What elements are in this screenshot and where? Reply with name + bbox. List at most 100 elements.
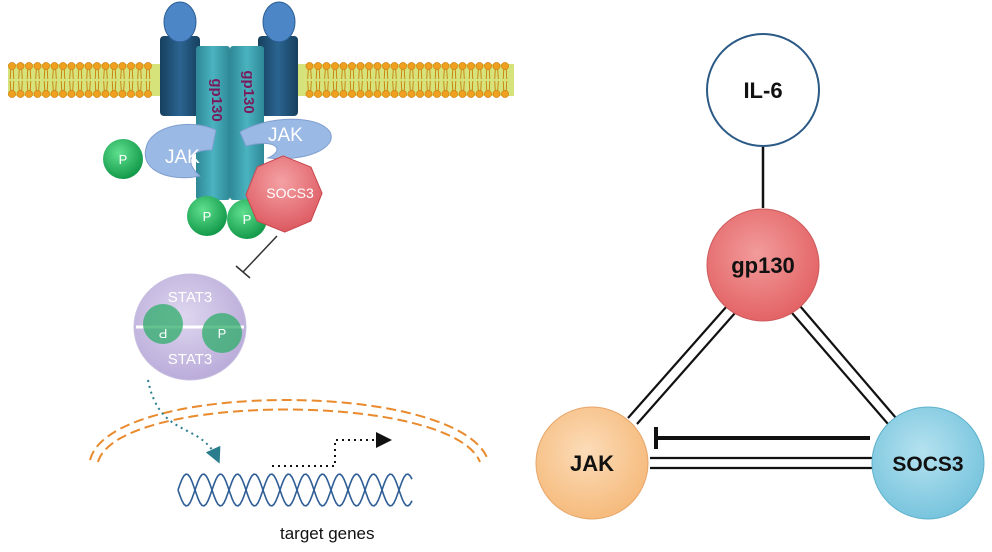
- dna-helix: [177, 473, 413, 507]
- lipid-head: [110, 62, 118, 70]
- socs3-inhibition-arrow: [235, 235, 278, 279]
- lipid-head: [33, 90, 42, 98]
- stat3-phospho-label-flipped: P: [159, 326, 168, 341]
- lipid-tail: [468, 80, 474, 92]
- edge-line: [799, 305, 897, 419]
- edge-line: [636, 312, 736, 425]
- lipid-head: [441, 62, 450, 70]
- lipid-head: [135, 90, 144, 98]
- lipid-head: [407, 62, 416, 70]
- jak-left-shape: [144, 123, 217, 179]
- lipid-tail: [477, 68, 482, 80]
- stat3-phospho-right: [202, 313, 242, 353]
- lipid-tail: [502, 80, 508, 92]
- lipid-tail: [86, 80, 91, 92]
- lipid-head: [16, 62, 25, 70]
- stat3-translocation-arrow: [147, 379, 221, 464]
- dna-strand: [177, 473, 413, 507]
- il6r-right-column: [258, 36, 298, 116]
- lipid-head: [416, 62, 424, 70]
- lipid-head: [110, 90, 118, 98]
- lipid-tail: [477, 80, 482, 92]
- lipid-head: [84, 62, 93, 70]
- lipid-tail: [35, 68, 40, 80]
- lipid-head: [450, 90, 458, 98]
- lipid-tail: [409, 68, 414, 80]
- lipid-head: [424, 62, 433, 70]
- lipid-tail: [324, 68, 329, 80]
- lipid-head: [467, 90, 475, 98]
- lipid-tail: [60, 68, 66, 80]
- lipid-tail: [77, 80, 83, 92]
- receptor-complex: gp130 gp130: [160, 1, 298, 200]
- lipid-tail: [366, 80, 372, 92]
- lipid-head: [59, 62, 67, 70]
- lipid-head: [322, 62, 331, 70]
- lipid-tail: [358, 68, 363, 80]
- lipid-tail: [349, 80, 355, 92]
- lipid-head: [424, 90, 433, 98]
- lipid-tail: [426, 80, 431, 92]
- lipid-tail: [400, 80, 406, 92]
- lipid-head: [8, 90, 16, 98]
- lipid-head: [373, 62, 382, 70]
- lipid-tail: [77, 68, 83, 80]
- lipid-tail: [43, 68, 49, 80]
- lipid-head: [127, 62, 135, 70]
- lipid-head: [390, 90, 399, 98]
- lipid-tail: [43, 80, 49, 92]
- phospho-label: P: [119, 152, 128, 167]
- lipid-head: [501, 62, 509, 70]
- lipid-head: [416, 90, 424, 98]
- lipid-head: [356, 90, 365, 98]
- phospho-circle: [103, 139, 143, 179]
- lipid-tail: [94, 80, 100, 92]
- phospho-receptor-left: P: [187, 196, 227, 236]
- lipid-head: [76, 90, 84, 98]
- lipid-head: [314, 90, 322, 98]
- lipid-tail: [52, 68, 57, 80]
- lipid-head: [93, 90, 101, 98]
- lipid-tail: [307, 68, 312, 80]
- lipid-tail: [9, 68, 15, 80]
- node-jak-label: JAK: [570, 451, 614, 476]
- node-il6-label: IL-6: [743, 78, 782, 103]
- stat3-bottom-label: STAT3: [168, 351, 212, 368]
- ligand-cap-right: [262, 1, 296, 43]
- lipid-tail: [460, 80, 465, 92]
- lipid-tail: [434, 80, 440, 92]
- inhibition-line: [242, 235, 278, 273]
- lipid-tail: [392, 68, 397, 80]
- lipid-head: [42, 90, 50, 98]
- lipid-head: [314, 62, 322, 70]
- nucleus-arc-inner: [97, 408, 481, 463]
- edge-line: [627, 305, 728, 419]
- lipid-head: [441, 90, 450, 98]
- lipid-head: [365, 90, 373, 98]
- lipid-head: [144, 90, 152, 98]
- edge-socs3-inhibits-jak: [654, 427, 870, 449]
- gp130-right-column: [230, 46, 264, 200]
- lipid-tail: [494, 80, 499, 92]
- lipid-tail: [341, 80, 346, 92]
- lipid-tail: [145, 68, 151, 80]
- node-socs3-label: SOCS3: [892, 453, 963, 476]
- lipid-head: [365, 62, 373, 70]
- lipid-tail: [443, 80, 448, 92]
- lipid-head: [67, 62, 76, 70]
- edge-gp130-socs3: [791, 305, 897, 425]
- node-gp130-label: gp130: [731, 253, 795, 278]
- lipid-tail: [94, 68, 100, 80]
- lipid-head: [492, 62, 501, 70]
- lipid-tail: [120, 80, 125, 92]
- lipid-tail: [137, 68, 142, 80]
- jak-left: JAK: [144, 123, 217, 179]
- lipid-tail: [375, 68, 380, 80]
- node-gp130: gp130: [706, 208, 820, 322]
- lipid-head: [407, 90, 416, 98]
- dna-strand: [177, 473, 413, 507]
- lipid-tail: [366, 68, 372, 80]
- lipid-tail: [485, 80, 491, 92]
- lipid-tail: [103, 80, 108, 92]
